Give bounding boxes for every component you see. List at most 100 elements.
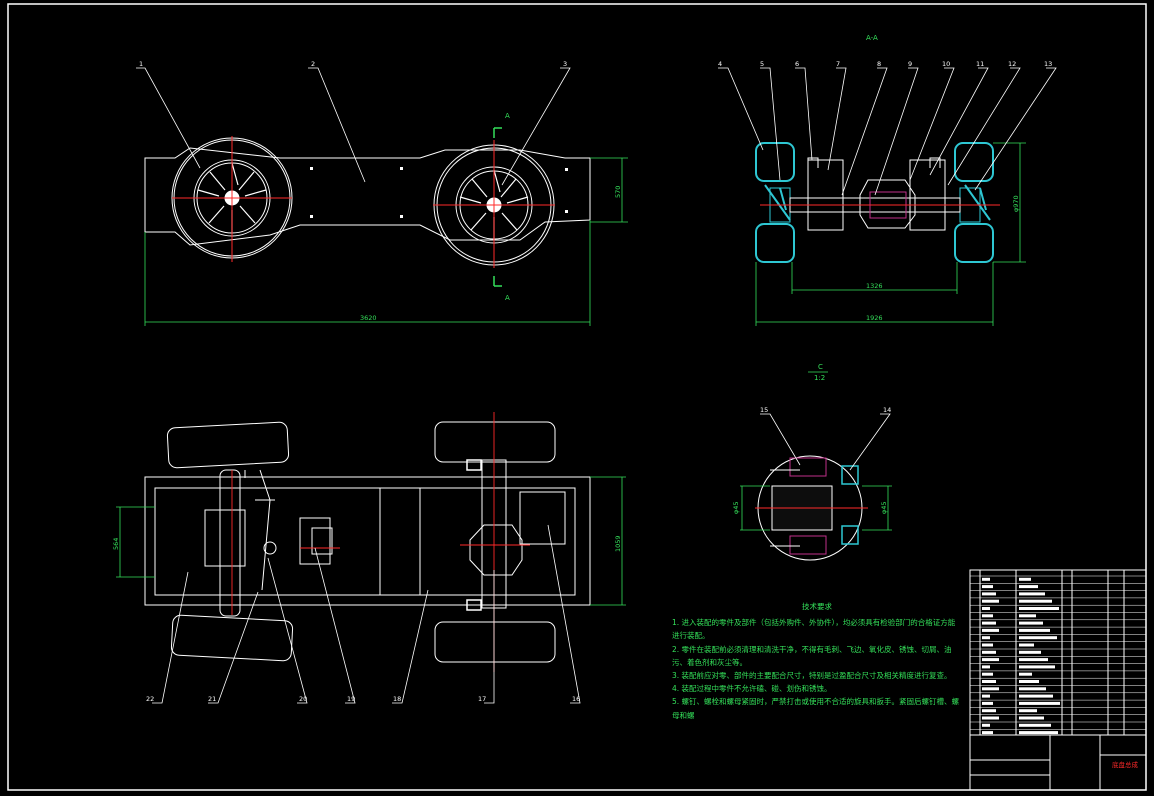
bom-row-text [1019,680,1039,683]
detail-scale: 1:2 [814,374,825,382]
technical-note-1: 1. 进入装配的零件及部件（包括外购件、外协件），均必须具有检验部门的合格证方能… [672,618,956,641]
right-tyre-lower [954,223,994,263]
dim-detail-left: φ45 [732,501,740,514]
bom-row-text [1019,672,1032,676]
bom-row-code [982,621,996,625]
dim-plan-width: 1059 [614,535,622,552]
technical-note-5: 5. 螺钉、螺栓和螺母紧固时，严禁打击或使用不合适的旋具和扳手。紧固后螺钉槽、螺… [672,697,960,720]
bom-row-code [982,716,999,720]
part-number-5: 5 [760,60,764,68]
bom-row-code [982,680,996,683]
part-number-8: 8 [877,60,881,68]
drawing-border [7,3,1147,791]
part-number-9: 9 [908,60,912,68]
bom-row-text [1019,694,1053,698]
section-marker-bottom [493,276,502,287]
plan-rear-left-tyre [166,421,290,469]
bom-row-code [982,643,993,647]
part-number-6: 6 [795,60,799,68]
part-number-20: 20 [299,695,307,703]
part-number-18: 18 [393,695,401,703]
plan-differential [469,524,523,576]
technical-note-4: 4. 装配过程中零件不允许磕、碰、划伤和锈蚀。 [672,684,832,694]
plan-motor [519,491,566,545]
bom-row-text [1019,658,1048,662]
part-number-17: 17 [478,695,486,703]
bom-row-code [982,687,999,691]
bom-row-code [982,614,993,618]
front-section-view [755,142,994,263]
bom-row-text [1019,577,1031,581]
bom-row-text [1019,716,1044,720]
plan-view [144,421,591,663]
part-number-19: 19 [347,695,355,703]
bom-bars [982,577,1060,735]
left-tyre-lower [755,223,795,263]
bom-row-code [982,585,993,589]
dim-detail-right: φ45 [880,501,888,514]
plan-frame-outer [144,476,591,606]
left-tyre-upper [755,142,795,182]
bom-row-text [1019,723,1051,727]
bom-row-code [982,672,993,676]
part-number-1: 1 [139,60,143,68]
plan-rear-right-tyre [170,614,294,662]
plan-front-right-tyre [434,621,556,663]
part-number-15: 15 [760,406,768,414]
part-number-21: 21 [208,695,216,703]
dim-front-track: 1326 [866,282,883,290]
section-marker-top [493,127,502,138]
bom-row-text [1019,665,1055,669]
bom-row-text [1019,607,1059,610]
right-tyre-upper [954,142,994,182]
bom-row-code [982,731,993,735]
bom-rows [970,575,1146,730]
bom-row-text [1019,687,1046,691]
bom-row-text [1019,701,1060,705]
drawing-title: 底盘总成 [1112,760,1139,769]
side-frame-outline [144,147,591,246]
bom-row-code [982,658,999,662]
dim-tyre-dia: φ970 [1012,195,1020,212]
part-number-2: 2 [311,60,315,68]
bom-row-text [1019,709,1037,713]
part-number-12: 12 [1008,60,1016,68]
bom-row-text [1019,731,1058,735]
bom-row-code [982,694,990,698]
bom-row-code [982,650,996,654]
bom-row-text [1019,585,1038,589]
bom-row-text [1019,643,1034,647]
part-number-16: 16 [572,695,580,703]
bom-row-code [982,709,996,713]
plan-frame-inner [154,487,576,596]
bom-row-code [982,665,990,669]
dim-side-length: 3620 [360,314,377,322]
part-number-11: 11 [976,60,984,68]
part-number-22: 22 [146,695,154,703]
bom-row-code [982,701,993,705]
part-number-4: 4 [718,60,722,68]
part-number-14: 14 [883,406,891,414]
bom-row-code [982,636,990,640]
technical-notes: 技术要求 1. 进入装配的零件及部件（包括外购件、外协件），均必须具有检验部门的… [672,600,962,722]
view-label-a-a: A-A [866,34,878,42]
side-view [144,137,591,266]
bom-row-code [982,628,999,632]
bom-row-code [982,723,990,727]
plan-front-left-tyre [434,421,556,463]
section-marker-top-label: A [505,112,510,120]
bom-row-text [1019,636,1057,640]
differential-housing [859,179,916,229]
dim-plan-frame: 564 [112,538,120,550]
bom-row-code [982,607,990,610]
detail-label: C [818,363,823,371]
bom-row-text [1019,599,1052,603]
technical-note-3: 3. 装配前应对零、部件的主要配合尺寸，特别是过盈配合尺寸及相关精度进行复查。 [672,671,952,681]
bom-row-text [1019,628,1050,632]
section-marker-bottom-label: A [505,294,510,302]
title-block [969,569,1147,791]
part-number-10: 10 [942,60,950,68]
dim-side-height: 570 [614,186,622,198]
technical-notes-title: 技术要求 [802,602,832,611]
